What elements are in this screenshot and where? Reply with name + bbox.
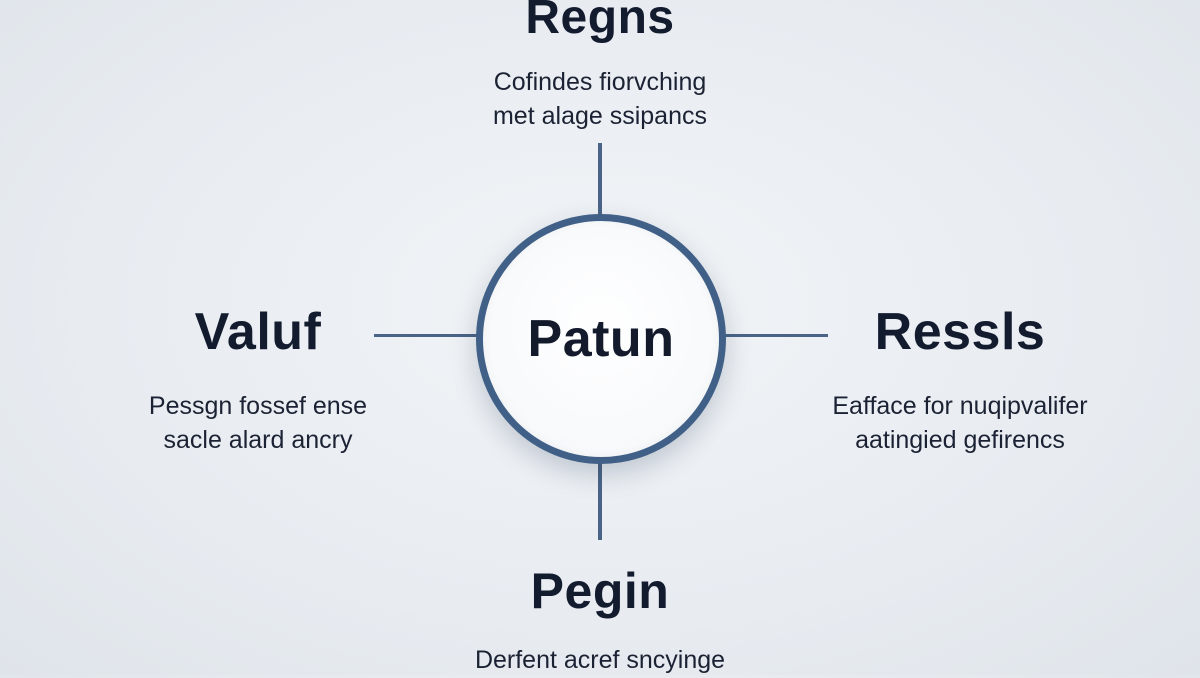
node-right-title: Ressls: [874, 303, 1046, 361]
node-bottom-line-1: Derfent acref sncyinge: [474, 646, 726, 674]
node-left: Valuf Pessgn fossef ense sacle alard anc…: [108, 306, 408, 458]
node-bottom-title: Pegin: [530, 563, 670, 619]
node-right-line-1: Eafface for nuqipvalifer: [832, 392, 1088, 420]
node-left-title: Valuf: [194, 303, 322, 361]
connector-bottom: [598, 460, 602, 540]
connector-top: [598, 143, 602, 217]
node-left-line-1: Pessgn fossef ense: [148, 392, 368, 420]
node-right-line-2: aatingied gefirencs: [855, 425, 1065, 454]
node-top: Regns Cofindes fiorvching met alage ssip…: [400, 0, 800, 134]
node-left-description: Pessgn fossef ense sacle alard ancry: [108, 390, 408, 458]
node-top-line-2: met alage ssipancs: [492, 101, 707, 130]
center-hub: Patun: [476, 214, 726, 464]
node-bottom: Pegin Derfent acref sncyinge: [400, 566, 800, 678]
connector-left: [374, 334, 478, 337]
center-hub-label: Patun: [527, 310, 675, 368]
node-top-description: Cofindes fiorvching met alage ssipancs: [400, 66, 800, 134]
node-right: Ressls Eafface for nuqipvalifer aatingie…: [800, 306, 1120, 458]
node-top-line-1: Cofindes fiorvching: [493, 68, 707, 96]
node-top-title: Regns: [525, 0, 675, 44]
node-bottom-description: Derfent acref sncyinge: [400, 644, 800, 678]
node-left-line-2: sacle alard ancry: [163, 425, 353, 454]
node-right-description: Eafface for nuqipvalifer aatingied gefir…: [800, 390, 1120, 458]
connector-right: [724, 334, 828, 337]
